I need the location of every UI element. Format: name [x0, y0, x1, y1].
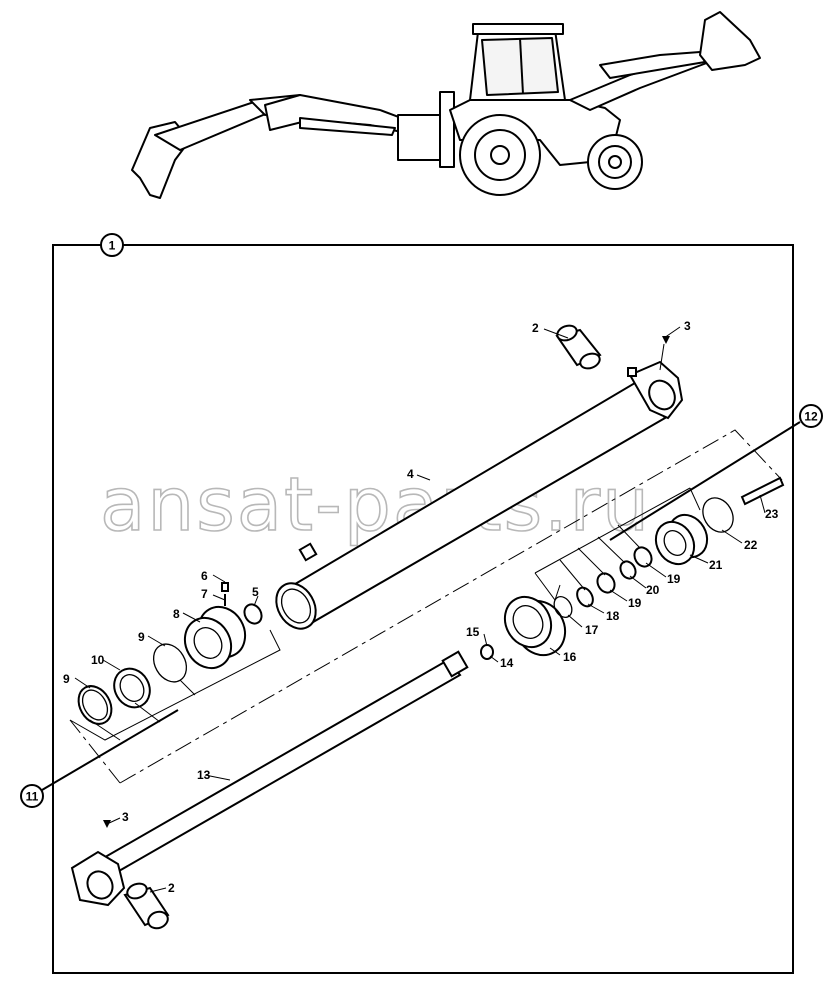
kit-callout-right-label: 12 — [804, 410, 818, 424]
part-label-16: 16 — [563, 650, 577, 664]
frame-callout: 1 — [109, 239, 116, 253]
part-label-23: 23 — [765, 507, 779, 521]
part-label-3-bottom: 3 — [122, 810, 129, 824]
part-label-7: 7 — [201, 587, 208, 601]
part-label-13: 13 — [197, 768, 211, 782]
assembly-frame: 1 — [52, 233, 794, 974]
backhoe-loader-illustration — [131, 11, 761, 199]
part-label-9-a: 9 — [138, 630, 145, 644]
seal-kit-outline — [119, 429, 783, 784]
part-label-18: 18 — [606, 609, 620, 623]
part-label-17: 17 — [585, 623, 599, 637]
part-label-10: 10 — [91, 653, 105, 667]
kit-callout-right: 12 — [609, 404, 823, 541]
part-label-2-bottom: 2 — [168, 881, 175, 895]
part-label-22: 22 — [744, 538, 758, 552]
part-label-20: 20 — [646, 583, 660, 597]
part-label-6: 6 — [201, 569, 208, 583]
part-label-4: 4 — [407, 467, 414, 481]
part-label-19-b: 19 — [667, 572, 681, 586]
part-label-8: 8 — [173, 607, 180, 621]
kit-callout-left: 11 — [20, 709, 179, 808]
leader-lines — [74, 326, 766, 893]
cylinder-barrel — [275, 360, 684, 630]
pin-bushing-bottom — [123, 882, 170, 930]
piston-rod — [70, 650, 469, 907]
part-label-5: 5 — [252, 585, 259, 599]
kit-callout-left-label: 11 — [26, 790, 39, 804]
part-label-21: 21 — [709, 558, 723, 572]
gland-assembly-left — [77, 582, 263, 725]
part-label-15: 15 — [466, 625, 480, 639]
part-labels: 2 3 4 5 6 7 8 9 10 9 13 14 15 16 17 18 1… — [63, 319, 779, 895]
pin-bushing-top — [555, 324, 602, 370]
part-label-19-a: 19 — [628, 596, 642, 610]
part-label-14: 14 — [500, 656, 514, 670]
part-label-9-b: 9 — [63, 672, 70, 686]
part-label-3-top: 3 — [684, 319, 691, 333]
piston-assembly-right — [480, 476, 785, 660]
part-label-2-top: 2 — [532, 321, 539, 335]
